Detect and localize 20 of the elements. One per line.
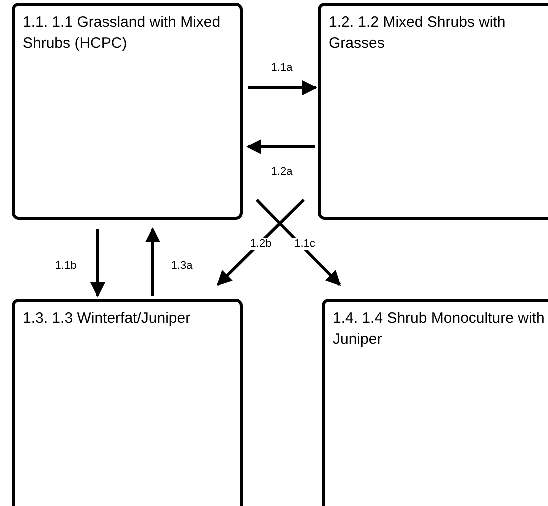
arrow [246,140,315,154]
state-box [322,299,548,506]
edge-label: 1.1c [292,238,318,250]
arrow [146,228,160,296]
state-box [12,299,243,506]
state-name: 1.4. 1.4 Shrub Monoculture with Juniper [333,309,546,350]
edge-label: 1.2b [248,238,274,250]
arrow [256,198,342,286]
arrow [216,198,306,286]
arrow [90,229,106,298]
state-box [12,3,243,220]
edge-label: 1.3a [169,260,195,272]
state-name: 1.1. 1.1 Grassland with Mixed Shrubs (HCPC) [23,13,222,54]
arrow [248,80,318,96]
edge-label: 1.1b [53,260,79,272]
edge-label: 1.2a [269,166,295,178]
edge-label: 1.1a [269,62,295,74]
state-name: 1.2. 1.2 Mixed Shrubs with Grasses [329,13,507,54]
state-name: 1.3. 1.3 Winterfat/Juniper [23,309,192,329]
state-box [318,3,548,220]
